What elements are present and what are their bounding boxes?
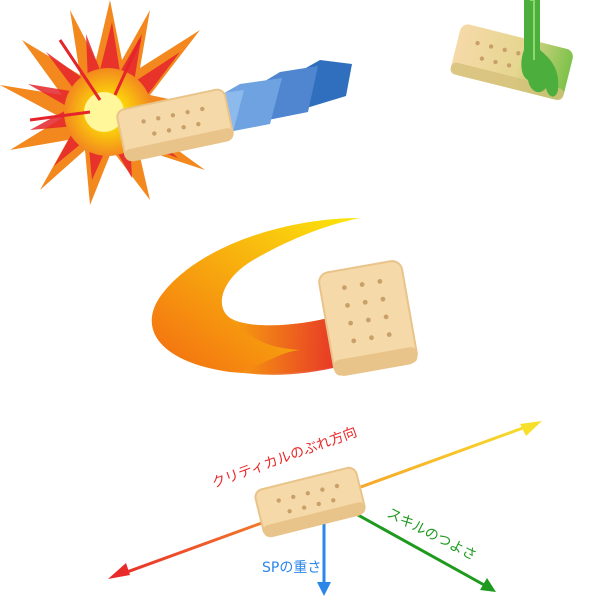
explosion-scene xyxy=(0,0,352,205)
cookie-exploding xyxy=(116,88,234,162)
label-sp-weight: SPの重さ xyxy=(262,560,321,576)
slime-drip xyxy=(521,0,559,97)
critical-arrowhead-right xyxy=(520,421,542,436)
skill-strength-arrowhead xyxy=(480,578,496,592)
vector-diagram: クリティカルのぶれ方向 スキルのつよさ SPの重さ xyxy=(108,421,542,596)
sp-weight-arrowhead xyxy=(317,582,331,596)
cookie-center xyxy=(254,466,366,538)
swoosh-scene xyxy=(151,218,418,376)
cookie-swoosh xyxy=(318,260,418,376)
skill-strength-arrow xyxy=(339,503,487,588)
slime-scene xyxy=(450,0,573,101)
critical-arrowhead-left xyxy=(108,563,130,579)
